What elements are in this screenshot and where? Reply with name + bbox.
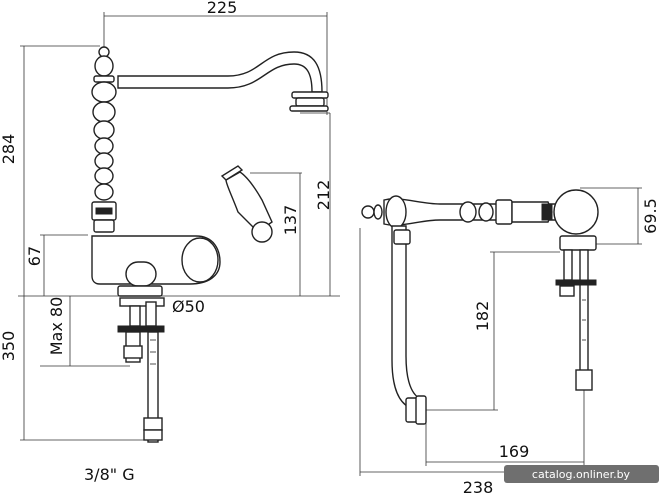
- side-spout: [361, 189, 599, 235]
- mixer-body: [91, 235, 221, 297]
- dim-base-diameter: Ø50: [172, 297, 205, 316]
- dim-spout-height: 212: [314, 180, 333, 211]
- dim-lever-height: 137: [281, 205, 300, 236]
- dim-side-drop: 182: [473, 301, 492, 332]
- dim-spout-reach: 225: [207, 0, 238, 17]
- lever-handle: [220, 165, 273, 243]
- dim-side-total: 238: [463, 478, 494, 497]
- watermark-text: catalog.onliner.by: [532, 468, 631, 481]
- dim-hose-length: 350: [0, 331, 18, 362]
- side-mounting: [555, 235, 597, 391]
- front-view: 225 284 212 137 67 Max 80 350 Ø50 3/8" G: [0, 0, 340, 484]
- faucet-column: [91, 46, 117, 233]
- mounting-assembly: [117, 297, 165, 443]
- dim-max-thickness: Max 80: [47, 297, 66, 356]
- watermark: catalog.onliner.by: [504, 465, 659, 483]
- dim-total-height: 284: [0, 134, 18, 165]
- dim-side-depth: 169: [499, 442, 530, 461]
- side-dimension-lines: [359, 187, 642, 476]
- dim-side-height: 69.5: [641, 198, 660, 234]
- spout: [117, 51, 329, 112]
- side-spout-curve: [391, 225, 427, 425]
- front-dimension-lines: [18, 12, 340, 441]
- dim-connection: 3/8" G: [84, 465, 135, 484]
- dim-base-height: 67: [25, 246, 44, 266]
- side-view: 69.5 182 169 238: [359, 187, 660, 497]
